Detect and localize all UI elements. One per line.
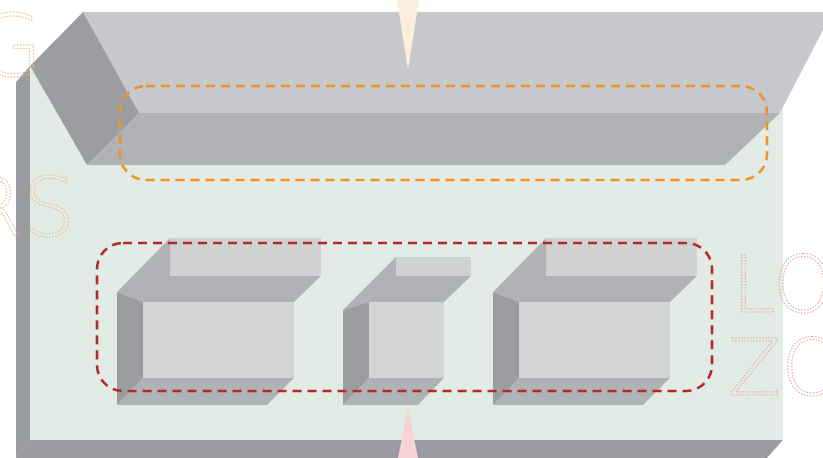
outline-text-right-1: LO: [732, 241, 823, 331]
block-middle-base: [343, 378, 444, 405]
block-right-side: [493, 292, 519, 405]
upper-bar-top: [83, 12, 823, 113]
block-right-ledge: [493, 238, 697, 302]
outline-text-left-top: G: [0, 0, 43, 97]
block-middle: [343, 257, 471, 405]
upper-bar-side: [30, 12, 139, 165]
block-middle-side: [343, 302, 369, 405]
block-right: [493, 238, 697, 405]
block-right-face: [519, 302, 670, 378]
panel-bottom-edge: [16, 440, 783, 458]
upper-bar: [30, 12, 823, 165]
block-middle-face: [369, 302, 444, 378]
block-left-side: [117, 292, 143, 405]
bottom-pointer: [398, 408, 418, 458]
outline-text-right-2: ZO: [728, 324, 823, 414]
lower-highlight-outline: [95, 241, 714, 393]
block-left-face: [143, 302, 294, 378]
block-left: [117, 238, 321, 405]
block-middle-top: [396, 257, 471, 276]
panel-left-edge: [16, 66, 30, 458]
top-pointer: [397, 0, 419, 70]
block-left-top: [170, 238, 321, 276]
upper-bar-front: [87, 113, 780, 165]
outline-text-left-middle: RS: [0, 161, 75, 256]
block-left-ledge: [117, 238, 321, 302]
block-right-top: [546, 238, 697, 276]
block-middle-ledge: [343, 257, 471, 310]
